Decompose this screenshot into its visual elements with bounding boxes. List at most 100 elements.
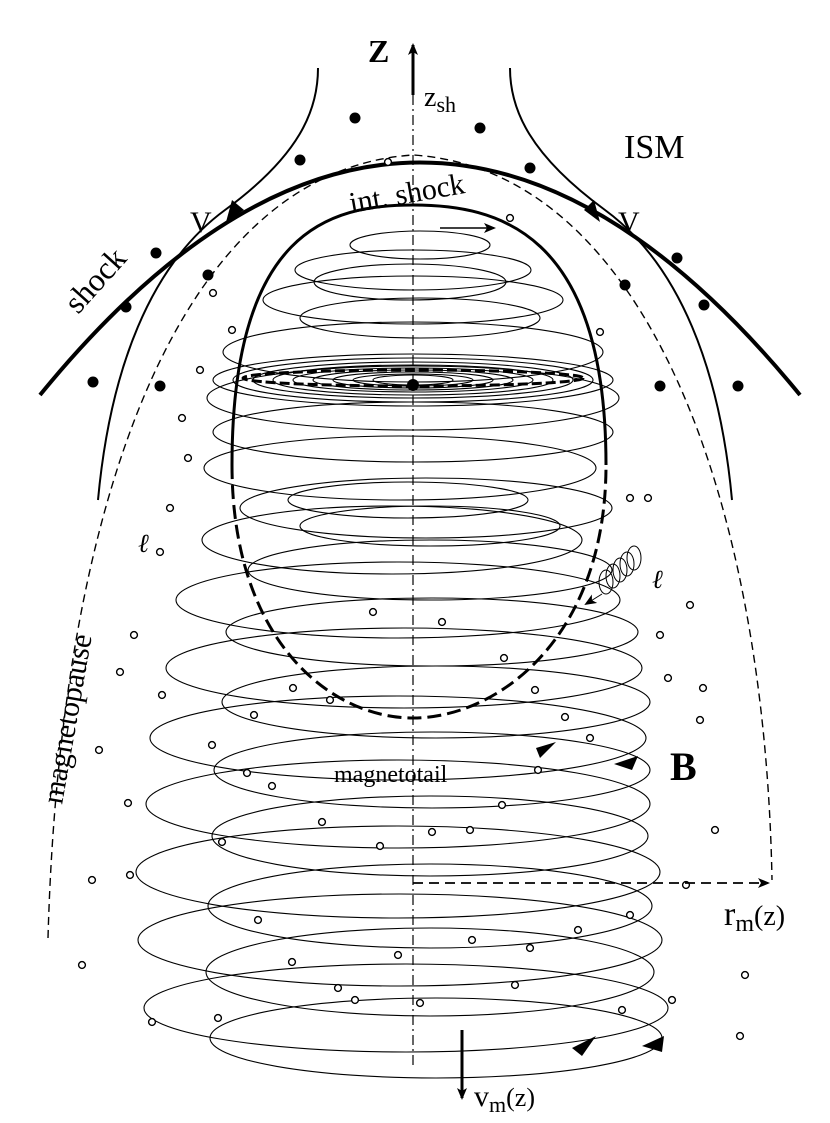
b-arrow-4 bbox=[642, 1036, 664, 1052]
open-dot bbox=[325, 695, 335, 705]
ell-coil-arrow bbox=[584, 593, 603, 606]
open-dot bbox=[253, 915, 263, 925]
open-dot bbox=[393, 950, 403, 960]
open-dot bbox=[77, 960, 87, 970]
core-loop bbox=[212, 353, 614, 407]
open-dot bbox=[207, 740, 217, 750]
open-dot bbox=[94, 745, 104, 755]
open-dot bbox=[655, 630, 665, 640]
open-dot bbox=[643, 493, 653, 503]
filled-dot bbox=[154, 380, 166, 392]
field-loop bbox=[221, 665, 651, 739]
b-arrow-3 bbox=[572, 1036, 596, 1056]
open-dot bbox=[147, 1017, 157, 1027]
open-dot bbox=[505, 213, 515, 223]
inner-field-loop bbox=[313, 263, 507, 301]
open-dot bbox=[183, 453, 193, 463]
inner-field-loop bbox=[349, 230, 491, 260]
z-axis-label: Z bbox=[368, 33, 389, 69]
outer-shock-curve bbox=[38, 160, 802, 397]
field-loop bbox=[211, 795, 649, 877]
open-dot bbox=[625, 910, 635, 920]
field-loop bbox=[149, 695, 647, 781]
open-dot bbox=[317, 817, 327, 827]
filled-dot bbox=[474, 122, 486, 134]
b-field-label: B bbox=[670, 744, 697, 789]
open-dot bbox=[208, 288, 218, 298]
v-left-label: V bbox=[190, 206, 212, 239]
open-dot bbox=[242, 768, 252, 778]
field-loop bbox=[239, 477, 613, 539]
open-dot bbox=[427, 827, 437, 837]
z-shock-label: zsh bbox=[424, 82, 456, 117]
open-dot bbox=[125, 870, 135, 880]
magnetotail-label: magnetotail bbox=[334, 762, 448, 788]
open-dot bbox=[288, 683, 298, 693]
v-right-arrowhead bbox=[584, 200, 600, 222]
open-dot bbox=[415, 998, 425, 1008]
field-loop bbox=[205, 927, 655, 1017]
filled-dot bbox=[524, 162, 536, 174]
open-dot bbox=[213, 1013, 223, 1023]
ell-right-label: ℓ bbox=[652, 565, 663, 594]
field-loop bbox=[294, 249, 532, 291]
field-loop bbox=[201, 505, 583, 575]
field-loop bbox=[203, 435, 597, 501]
filled-dot bbox=[619, 279, 631, 291]
open-dot bbox=[227, 325, 237, 335]
open-dot bbox=[249, 710, 259, 720]
open-dot bbox=[383, 157, 393, 167]
inner-field-loop bbox=[299, 297, 541, 339]
open-dot bbox=[663, 673, 673, 683]
internal-shock-lower bbox=[230, 464, 608, 720]
open-dot bbox=[685, 600, 695, 610]
field-loop bbox=[225, 597, 639, 667]
open-dot bbox=[195, 365, 205, 375]
open-dot bbox=[375, 841, 385, 851]
open-dot bbox=[115, 667, 125, 677]
filled-dot bbox=[150, 247, 162, 259]
open-dot bbox=[573, 925, 583, 935]
core-loop bbox=[232, 357, 594, 403]
ism-label: ISM bbox=[624, 129, 684, 166]
inner-field-loop bbox=[299, 505, 561, 547]
field-loop bbox=[175, 561, 621, 639]
open-dot bbox=[510, 980, 520, 990]
field-loop bbox=[137, 893, 663, 987]
open-dot bbox=[499, 653, 509, 663]
r-m-label: rm(z) bbox=[724, 896, 785, 937]
ell-left-label: ℓ bbox=[138, 529, 149, 558]
open-dot bbox=[157, 690, 167, 700]
field-loop bbox=[145, 759, 651, 849]
open-dot bbox=[695, 715, 705, 725]
magnetotail-helix bbox=[135, 230, 669, 1079]
field-loop bbox=[207, 863, 653, 949]
filled-dot bbox=[87, 376, 99, 388]
filled-dot bbox=[294, 154, 306, 166]
core-loop bbox=[292, 367, 534, 393]
b-arrow-2 bbox=[614, 756, 638, 770]
open-dot bbox=[123, 798, 133, 808]
sheath-particles bbox=[77, 157, 750, 1041]
field-loop bbox=[165, 627, 643, 709]
open-dot bbox=[165, 503, 175, 513]
field-loop bbox=[247, 539, 613, 601]
open-dot bbox=[740, 970, 750, 980]
open-dot bbox=[585, 733, 595, 743]
open-dot bbox=[217, 837, 227, 847]
open-dot bbox=[525, 943, 535, 953]
ism-particles bbox=[87, 112, 744, 392]
ell-coil-right bbox=[598, 545, 642, 595]
field-loop bbox=[206, 365, 620, 431]
field-loop bbox=[262, 275, 564, 325]
open-dot bbox=[560, 712, 570, 722]
filled-dot bbox=[671, 252, 683, 264]
open-dot bbox=[368, 607, 378, 617]
v-right-label: V bbox=[618, 206, 640, 239]
open-dot bbox=[155, 547, 165, 557]
open-dot bbox=[710, 825, 720, 835]
open-dot bbox=[497, 800, 507, 810]
open-dot bbox=[735, 1031, 745, 1041]
